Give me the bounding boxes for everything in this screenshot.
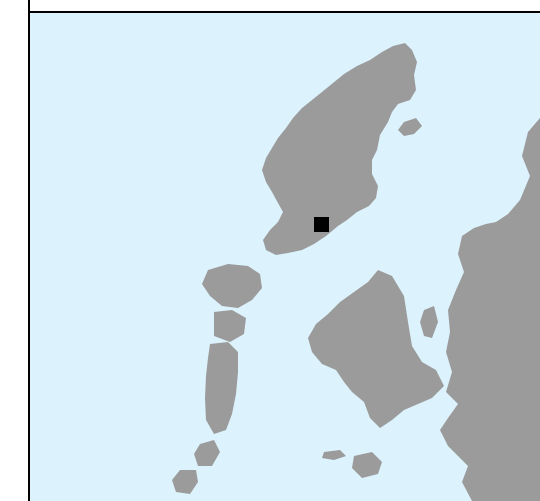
landmass-barra xyxy=(194,440,220,466)
landmass-canna xyxy=(322,450,346,460)
landmass-north-uist xyxy=(202,264,262,308)
landmass-rum xyxy=(352,452,382,478)
landmass-raasay xyxy=(420,306,438,338)
landmass-south-uist xyxy=(205,342,238,434)
location-marker xyxy=(314,217,329,232)
landmass-skye xyxy=(308,270,444,428)
landmass-vatersay xyxy=(172,470,198,494)
landmass-benbecula xyxy=(214,310,246,342)
landmass-lewis-harris xyxy=(262,43,417,255)
landmass-mainland xyxy=(440,118,540,501)
islet-lewis-east xyxy=(398,118,422,136)
